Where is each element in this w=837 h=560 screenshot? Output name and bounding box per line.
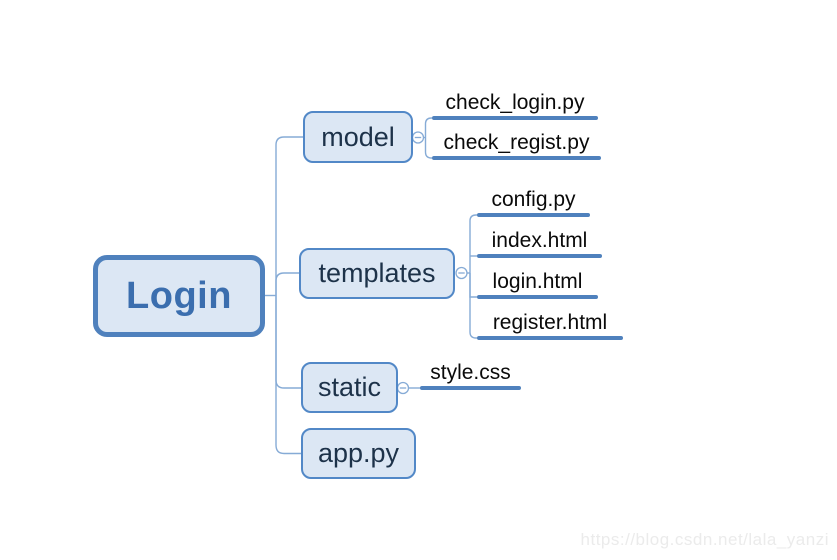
leaf-underline	[432, 116, 598, 120]
collapse-icon-templates[interactable]	[455, 266, 468, 280]
connector-lines	[265, 117, 477, 455]
node-model[interactable]: model	[303, 111, 413, 163]
leaf-underline	[477, 295, 598, 299]
leaf-label: login.html	[492, 270, 583, 293]
leaf-label: check_regist.py	[443, 131, 590, 154]
node-static[interactable]: static	[301, 362, 398, 413]
leaf-register-html[interactable]: register.html	[477, 310, 623, 340]
leaf-login-html[interactable]: login.html	[477, 269, 598, 299]
leaf-check-login-py[interactable]: check_login.py	[432, 90, 598, 120]
connector-login-html	[469, 273, 477, 298]
leaf-underline	[420, 386, 521, 390]
node-login[interactable]: Login	[93, 255, 265, 337]
node-templates[interactable]: templates	[299, 248, 455, 299]
leaf-check-regist-py[interactable]: check_regist.py	[432, 130, 601, 160]
leaf-label: register.html	[492, 311, 608, 334]
connector-check-regist	[424, 137, 432, 159]
connector-register	[469, 273, 477, 339]
leaf-label: index.html	[491, 229, 588, 252]
connector-config	[469, 214, 477, 273]
node-apppy[interactable]: app.py	[301, 428, 416, 479]
node-login-label: Login	[126, 274, 232, 317]
collapse-icon-static[interactable]	[396, 381, 410, 395]
leaf-label: config.py	[491, 188, 576, 211]
connector-to-model	[275, 136, 303, 296]
connector-to-static	[275, 295, 301, 389]
leaf-label: check_login.py	[445, 91, 585, 114]
collapse-icon-model[interactable]	[411, 131, 425, 144]
leaf-underline	[477, 336, 623, 340]
leaf-underline	[432, 156, 601, 160]
leaf-index-html[interactable]: index.html	[477, 228, 602, 258]
connector-to-apppy	[275, 295, 301, 455]
node-templates-label: templates	[318, 258, 436, 288]
node-apppy-label: app.py	[317, 438, 400, 468]
node-static-label: static	[317, 372, 382, 402]
connector-to-templates	[275, 272, 300, 296]
connector-check-login	[424, 117, 432, 138]
leaf-label: style.css	[430, 361, 511, 384]
leaf-style-css[interactable]: style.css	[420, 360, 521, 390]
leaf-config-py[interactable]: config.py	[477, 187, 590, 217]
leaf-underline	[477, 254, 602, 258]
watermark: https://blog.csdn.net/lala_yanzi	[580, 530, 829, 549]
leaf-underline	[477, 213, 590, 217]
node-model-label: model	[321, 121, 395, 152]
